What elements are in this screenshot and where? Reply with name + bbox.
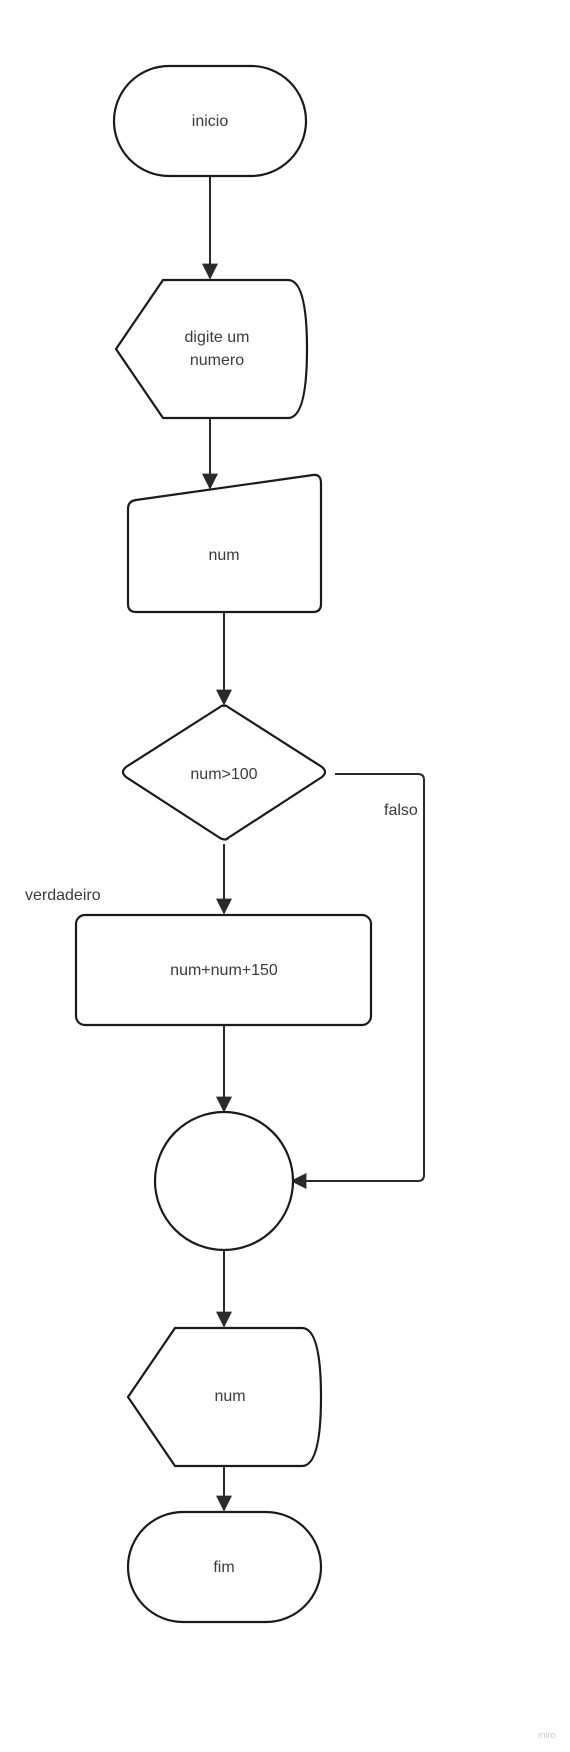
input-manual-shape <box>126 473 323 614</box>
prompt-label-line-2: numero <box>190 352 244 369</box>
true-branch-label: verdadeiro <box>25 887 101 904</box>
prompt-label-line-1: digite um <box>185 329 250 346</box>
prompt-display-shape <box>114 278 309 420</box>
miro-watermark: miro <box>538 1730 556 1740</box>
end-terminator <box>126 1510 323 1624</box>
output-display-shape <box>126 1326 323 1468</box>
process-box <box>74 913 373 1027</box>
decision-label: num>100 <box>190 766 257 783</box>
start-terminator <box>112 64 308 178</box>
process-label: num+num+150 <box>170 962 278 979</box>
false-branch-label: falso <box>384 802 418 819</box>
start-label: inicio <box>192 113 229 130</box>
decision-diamond <box>121 704 327 841</box>
output-label: num <box>214 1388 245 1405</box>
connector-circle <box>153 1110 295 1252</box>
end-label: fim <box>213 1559 234 1576</box>
edge-decision-false-to-connector <box>290 773 425 1189</box>
input-label: num <box>208 547 239 564</box>
